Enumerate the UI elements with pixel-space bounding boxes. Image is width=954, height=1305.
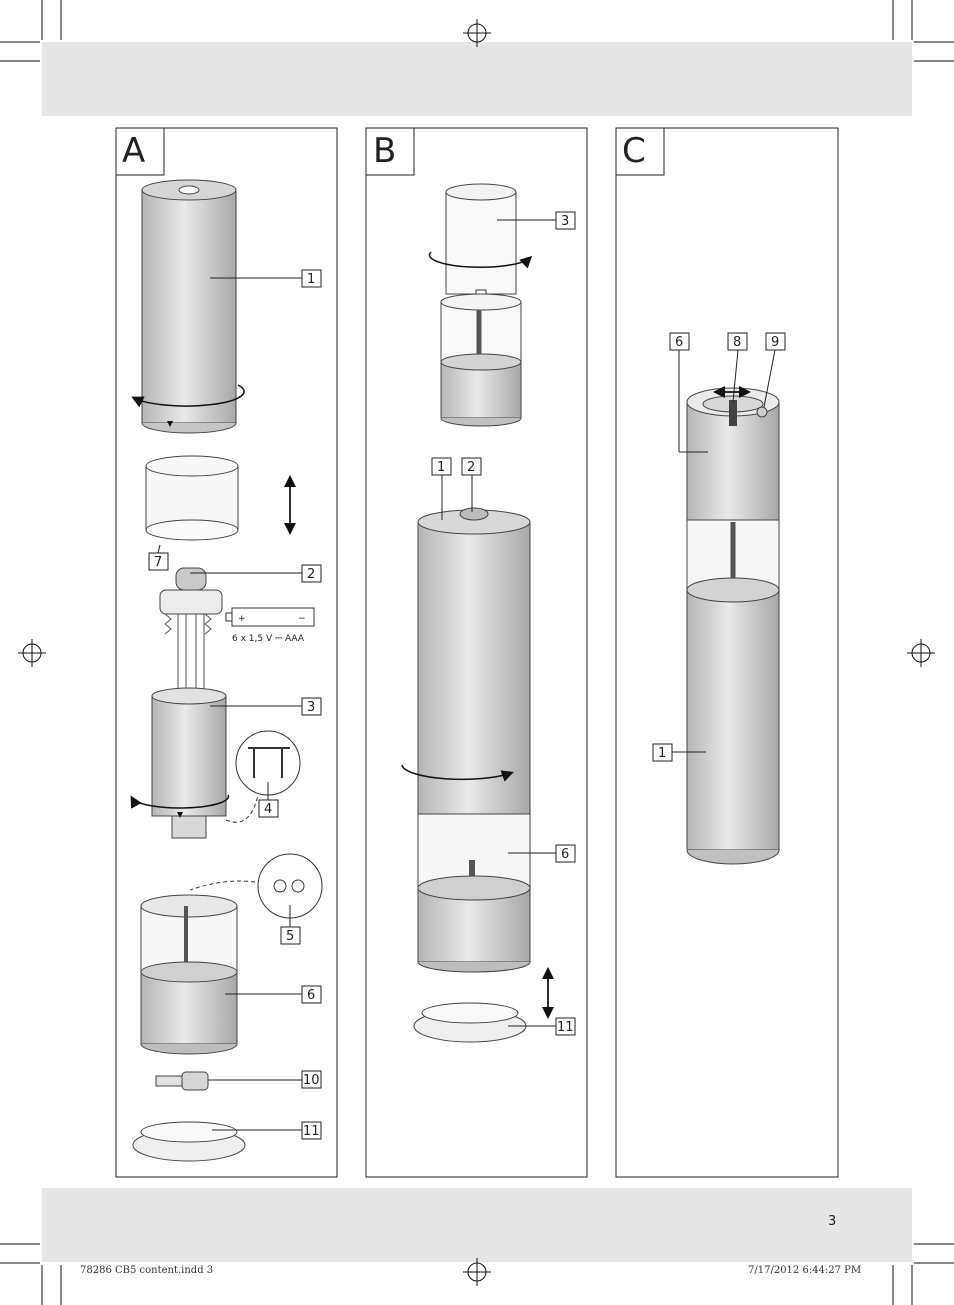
battery-illustration: + − 6 x 1,5 V ⎓ AAA bbox=[225, 607, 315, 644]
svg-text:3: 3 bbox=[307, 700, 315, 715]
panel-c-letter: C bbox=[622, 131, 646, 171]
callout-b-3: 3 bbox=[555, 211, 576, 230]
svg-text:9: 9 bbox=[771, 335, 779, 350]
part-window-illustration bbox=[145, 455, 296, 541]
svg-text:11: 11 bbox=[303, 1124, 320, 1139]
svg-text:1: 1 bbox=[307, 272, 315, 287]
callout-c-1: 1 bbox=[652, 743, 673, 762]
panel-c-label-box bbox=[615, 127, 665, 176]
part-shaft-illustration bbox=[155, 1071, 209, 1091]
callout-3: 3 bbox=[301, 697, 322, 716]
callout-10: 10 bbox=[301, 1070, 322, 1089]
callout-11: 11 bbox=[301, 1121, 322, 1140]
svg-text:8: 8 bbox=[733, 335, 741, 350]
callout-1: 1 bbox=[301, 269, 322, 288]
callout-6: 6 bbox=[301, 985, 322, 1004]
footer-band bbox=[42, 1188, 912, 1262]
callout-b-11: 11 bbox=[555, 1017, 576, 1036]
panel-a: A bbox=[115, 127, 338, 1178]
callout-b-6: 6 bbox=[555, 844, 576, 863]
battery-plus-sign: + bbox=[238, 614, 246, 624]
svg-text:10: 10 bbox=[303, 1073, 320, 1088]
callout-7: 7 bbox=[148, 552, 169, 571]
callout-c-9: 9 bbox=[765, 332, 786, 351]
registration-mark-top bbox=[463, 19, 491, 47]
svg-text:2: 2 bbox=[307, 567, 315, 582]
panel-b-letter: B bbox=[373, 131, 396, 171]
callout-2: 2 bbox=[301, 564, 322, 583]
callout-5: 5 bbox=[280, 926, 301, 945]
part-grinder-illustration bbox=[140, 853, 323, 1055]
panel-a-letter: A bbox=[122, 131, 145, 171]
svg-text:1: 1 bbox=[437, 460, 445, 475]
header-band bbox=[42, 42, 912, 116]
callout-c-8: 8 bbox=[727, 332, 748, 351]
registration-mark-right bbox=[907, 639, 935, 667]
svg-text:7: 7 bbox=[154, 555, 162, 570]
callout-b-1: 1 bbox=[431, 457, 452, 476]
part-housing-illustration bbox=[131, 179, 245, 434]
registration-mark-left bbox=[18, 639, 46, 667]
page-number: 3 bbox=[828, 1214, 837, 1229]
grinder-top-illustration bbox=[428, 183, 533, 427]
part-base-cap-illustration bbox=[132, 1121, 246, 1162]
svg-text:3: 3 bbox=[561, 214, 569, 229]
panel-b: B bbox=[365, 127, 588, 1178]
svg-text:1: 1 bbox=[658, 746, 666, 761]
panel-b-label-box bbox=[365, 127, 415, 176]
battery-minus-sign: − bbox=[298, 614, 306, 624]
svg-text:6: 6 bbox=[675, 335, 683, 350]
svg-text:6: 6 bbox=[307, 988, 315, 1003]
part-battery-compartment-illustration bbox=[130, 687, 301, 839]
svg-text:11: 11 bbox=[557, 1020, 574, 1035]
callouts-panel-c bbox=[672, 349, 776, 753]
inverted-mill-illustration bbox=[686, 386, 780, 865]
svg-text:5: 5 bbox=[286, 929, 294, 944]
callouts-panel-b bbox=[441, 219, 556, 1027]
svg-text:4: 4 bbox=[264, 802, 272, 817]
registration-mark-bottom bbox=[463, 1258, 491, 1286]
panel-a-label-box bbox=[115, 127, 165, 176]
callout-4: 4 bbox=[258, 799, 279, 818]
footer-file-info: 78286 CB5 content.indd 3 bbox=[80, 1265, 214, 1276]
panel-c: C 6 8 bbox=[615, 127, 839, 1178]
battery-spec-text: 6 x 1,5 V ⎓ AAA bbox=[232, 634, 305, 644]
svg-text:6: 6 bbox=[561, 847, 569, 862]
callout-c-6: 6 bbox=[669, 332, 690, 351]
svg-text:2: 2 bbox=[467, 460, 475, 475]
callout-b-2: 2 bbox=[461, 457, 482, 476]
callouts-panel-a bbox=[157, 277, 302, 1131]
part-motor-illustration bbox=[159, 567, 223, 688]
footer-timestamp: 7/17/2012 6:44:27 PM bbox=[748, 1265, 862, 1276]
assembled-mill-illustration bbox=[401, 507, 554, 1043]
